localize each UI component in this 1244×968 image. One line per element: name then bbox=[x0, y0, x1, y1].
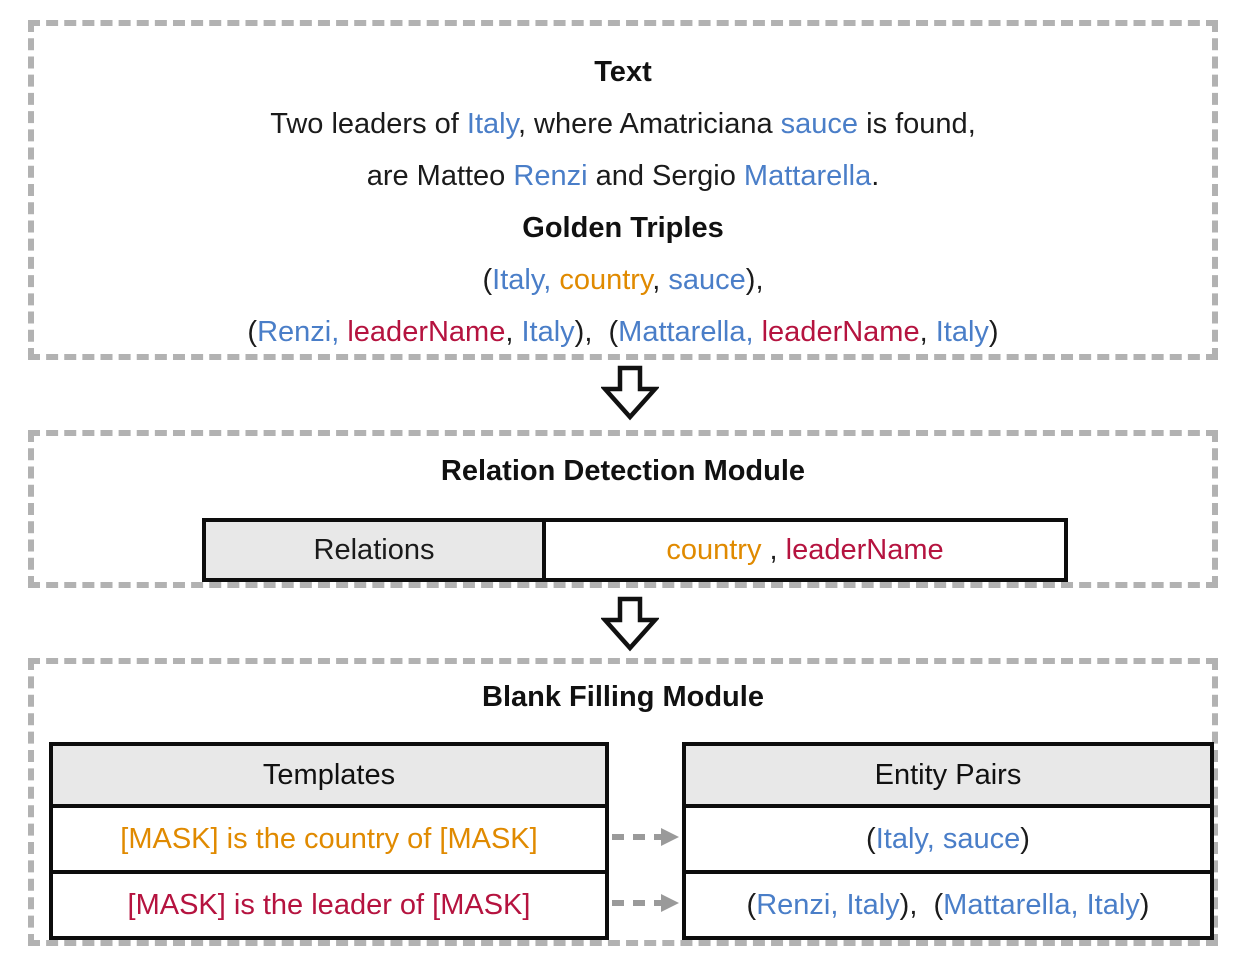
relation-module-title: Relation Detection Module bbox=[440, 455, 806, 487]
relations-table-header: Relations bbox=[206, 522, 546, 578]
text-heading: Text bbox=[594, 56, 652, 88]
down-arrow-icon bbox=[601, 365, 659, 421]
entity-pair-row-country: (Italy, sauce) bbox=[686, 808, 1210, 874]
relations-table: Relations country , leaderName bbox=[202, 518, 1068, 582]
entity-pairs-table: Entity Pairs (Italy, sauce) (Renzi, Ital… bbox=[682, 742, 1214, 940]
entity-pair-row-leader: (Renzi, Italy), (Mattarella, Italy) bbox=[746, 888, 1150, 921]
sentence-line-2: are Matteo Renzi and Sergio Mattarella. bbox=[366, 160, 880, 192]
golden-triple-line-1: (Italy, country, sauce), bbox=[482, 264, 764, 296]
relation-detection-module-box: Relation Detection Module Relations coun… bbox=[28, 430, 1218, 588]
templates-table: Templates [MASK] is the country of [MASK… bbox=[49, 742, 609, 940]
templates-table-header: Templates bbox=[53, 746, 605, 808]
template-row-leader: [MASK] is the leader of [MASK] bbox=[127, 888, 531, 921]
golden-triples-heading: Golden Triples bbox=[522, 212, 724, 244]
blank-filling-module-box: Blank Filling Module Templates [MASK] is… bbox=[28, 658, 1218, 946]
blank-module-title: Blank Filling Module bbox=[482, 681, 764, 713]
relations-table-values: country , leaderName bbox=[666, 533, 944, 566]
down-arrow-icon bbox=[601, 596, 659, 652]
golden-triple-line-2: (Renzi, leaderName, Italy), (Mattarella,… bbox=[247, 316, 999, 348]
dashed-arrow-icon bbox=[612, 894, 679, 912]
text-golden-triples-box: Text Two leaders of Italy, where Amatric… bbox=[28, 20, 1218, 360]
entity-pairs-table-header: Entity Pairs bbox=[686, 746, 1210, 808]
dashed-arrow-icon bbox=[612, 828, 679, 846]
sentence-line-1: Two leaders of Italy, where Amatriciana … bbox=[270, 108, 976, 140]
template-row-country: [MASK] is the country of [MASK] bbox=[53, 808, 605, 874]
